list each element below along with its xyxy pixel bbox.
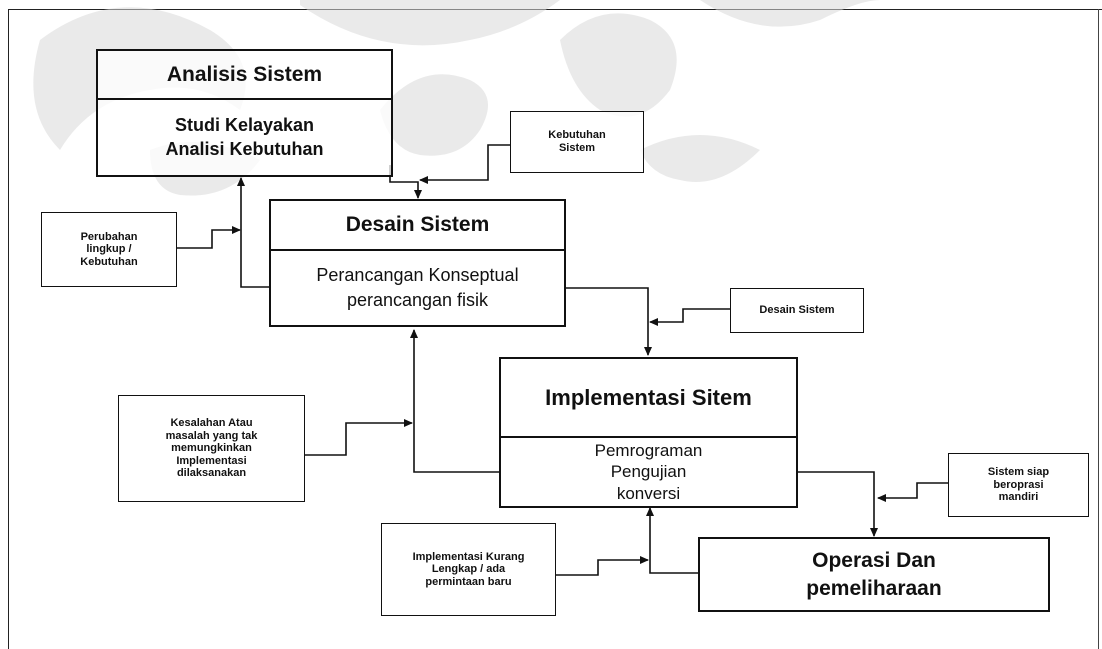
analisis-line-1: Studi Kelayakan [174, 115, 315, 136]
sistem-siap-line-1: Sistem siap [987, 466, 1050, 479]
implementasi-sistem-title: Implementasi Sitem [501, 359, 796, 438]
perubahan-lingkup-input: Perubahan lingkup / Kebutuhan [41, 212, 177, 287]
sistem-siap-input: Sistem siap beroprasi mandiri [948, 453, 1089, 517]
kesalahan-line-1: Kesalahan Atau [170, 416, 253, 429]
arrow-desain-to-analisis [237, 177, 270, 288]
implementasi-sistem-body: Pemrograman Pengujian konversi [501, 438, 796, 506]
perubahan-line-1: Perubahan [80, 230, 138, 243]
kesalahan-masalah-input: Kesalahan Atau masalah yang tak memungki… [118, 395, 305, 502]
arrow-kebutuhan-to-desain [419, 144, 510, 184]
desain-input-line-1: Desain Sistem [759, 304, 835, 317]
analisis-sistem-title: Analisis Sistem [98, 51, 391, 100]
perubahan-line-3: Kebutuhan [80, 255, 138, 268]
arrow-analisis-to-desain [389, 165, 422, 199]
arrow-kesalahan-to-loop [305, 419, 413, 456]
frame-top-border [8, 9, 1102, 10]
operasi-line-2: pemeliharaan [806, 576, 942, 600]
kesalahan-line-5: dilaksanakan [176, 467, 247, 480]
kesalahan-line-4: Implementasi [176, 454, 247, 467]
perubahan-line-2: lingkup / [86, 243, 132, 256]
arrow-sistemsiap-to-loop [877, 482, 948, 502]
kebutuhan-sistem-input: Kebutuhan Sistem [510, 111, 644, 173]
desain-sistem-input: Desain Sistem [730, 288, 864, 333]
operasi-line-1: Operasi Dan [812, 549, 936, 573]
implementasi-kurang-input: Implementasi Kurang Lengkap / ada permin… [381, 523, 556, 616]
kesalahan-line-2: masalah yang tak [165, 429, 258, 442]
kesalahan-line-3: memungkinkan [171, 442, 252, 455]
arrow-implementasi-to-desain [410, 329, 500, 473]
sistem-siap-line-2: beroprasi [993, 478, 1044, 491]
arrow-operasi-to-implementasi [646, 507, 698, 574]
kebutuhan-line-1: Kebutuhan [548, 129, 606, 142]
arrow-implementasi-to-operasi [797, 471, 878, 537]
operasi-pemeliharaan-box: Operasi Dan pemeliharaan [698, 537, 1050, 612]
arrow-implkurang-to-loop [555, 556, 649, 576]
arrow-desain-to-implementasi [565, 287, 652, 356]
implementasi-line-3: konversi [616, 483, 681, 503]
arrow-desainsistem-input [649, 308, 730, 326]
frame-left-border [8, 9, 9, 649]
desain-line-1: Perancangan Konseptual [316, 264, 519, 285]
kebutuhan-line-2: Sistem [558, 142, 596, 154]
analisis-sistem-body: Studi Kelayakan Analisi Kebutuhan [98, 100, 391, 175]
frame-right-border [1098, 9, 1099, 649]
implkurang-line-2: Lengkap / ada [431, 563, 506, 576]
desain-sistem-box: Desain Sistem Perancangan Konseptual per… [269, 199, 566, 327]
implementasi-line-2: Pengujian [610, 462, 687, 482]
analisis-sistem-box: Analisis Sistem Studi Kelayakan Analisi … [96, 49, 393, 177]
desain-sistem-title: Desain Sistem [271, 201, 564, 251]
desain-sistem-body: Perancangan Konseptual perancangan fisik [271, 251, 564, 325]
implementasi-sistem-box: Implementasi Sitem Pemrograman Pengujian… [499, 357, 798, 508]
sistem-siap-line-3: mandiri [998, 491, 1039, 504]
operasi-body: Operasi Dan pemeliharaan [700, 539, 1048, 610]
implementasi-line-1: Pemrograman [594, 441, 703, 461]
implkurang-line-3: permintaan baru [425, 575, 512, 588]
analisis-line-2: Analisi Kebutuhan [165, 138, 324, 159]
desain-line-2: perancangan fisik [346, 290, 489, 310]
implkurang-line-1: Implementasi Kurang [412, 550, 525, 563]
arrow-perubahan-to-loop [177, 226, 241, 249]
